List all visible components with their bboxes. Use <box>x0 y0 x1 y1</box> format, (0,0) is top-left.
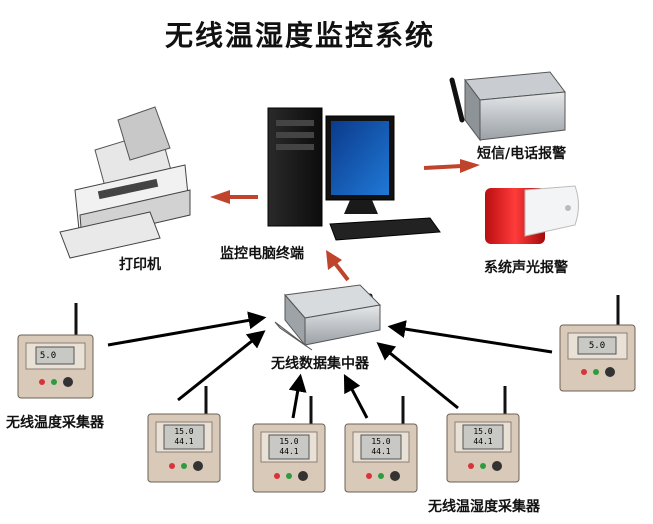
sensor-reading-value: 5.0 <box>589 341 605 351</box>
sensor-temperature-value: 15.0 <box>473 427 492 436</box>
printer <box>59 106 191 259</box>
computer <box>267 107 441 241</box>
hub-label: 无线数据集中器 <box>271 356 369 372</box>
computer-label: 监控电脑终端 <box>220 246 304 262</box>
data-hub <box>274 284 382 351</box>
sensor-humidity-value: 44.1 <box>371 447 390 456</box>
sensor-label-bottom: 无线温湿度采集器 <box>428 499 540 515</box>
link-arrow <box>387 320 553 354</box>
sms-alarm-label: 短信/电话报警 <box>477 146 567 162</box>
sensor-temperature-value: 15.0 <box>174 427 193 436</box>
sensor-reading-value: 5.0 <box>40 351 56 361</box>
flow-arrows <box>210 159 480 282</box>
sensor-single-left <box>17 303 94 399</box>
sms-alarm-module <box>449 71 566 142</box>
link-arrow <box>343 374 369 419</box>
sensor-humidity-value: 44.1 <box>473 437 492 446</box>
arrow-computer-to-printer <box>210 190 258 204</box>
link-arrow <box>107 311 267 347</box>
sensor-humidity-value: 44.1 <box>174 437 193 446</box>
link-arrow <box>376 342 459 410</box>
link-arrows <box>107 311 553 419</box>
link-arrow <box>288 373 307 419</box>
page-title: 无线温湿度监控系统 <box>164 19 435 52</box>
sensor-temperature-value: 15.0 <box>279 437 298 446</box>
sensor-single-right <box>559 295 636 392</box>
link-arrow <box>177 330 266 402</box>
sensor-dual-4 <box>446 386 520 483</box>
printer-label: 打印机 <box>119 257 161 273</box>
light-alarm <box>485 185 579 244</box>
sensor-dual-3 <box>344 396 418 493</box>
light-alarm-label: 系统声光报警 <box>484 260 568 276</box>
sensor-dual-1 <box>147 386 221 483</box>
arrow-hub-to-computer <box>326 250 350 282</box>
arrow-computer-to-alarm <box>423 159 480 173</box>
sensor-humidity-value: 44.1 <box>279 447 298 456</box>
sensor-dual-2 <box>252 396 326 493</box>
sensor-label-left: 无线温度采集器 <box>6 415 104 431</box>
sensor-temperature-value: 15.0 <box>371 437 390 446</box>
